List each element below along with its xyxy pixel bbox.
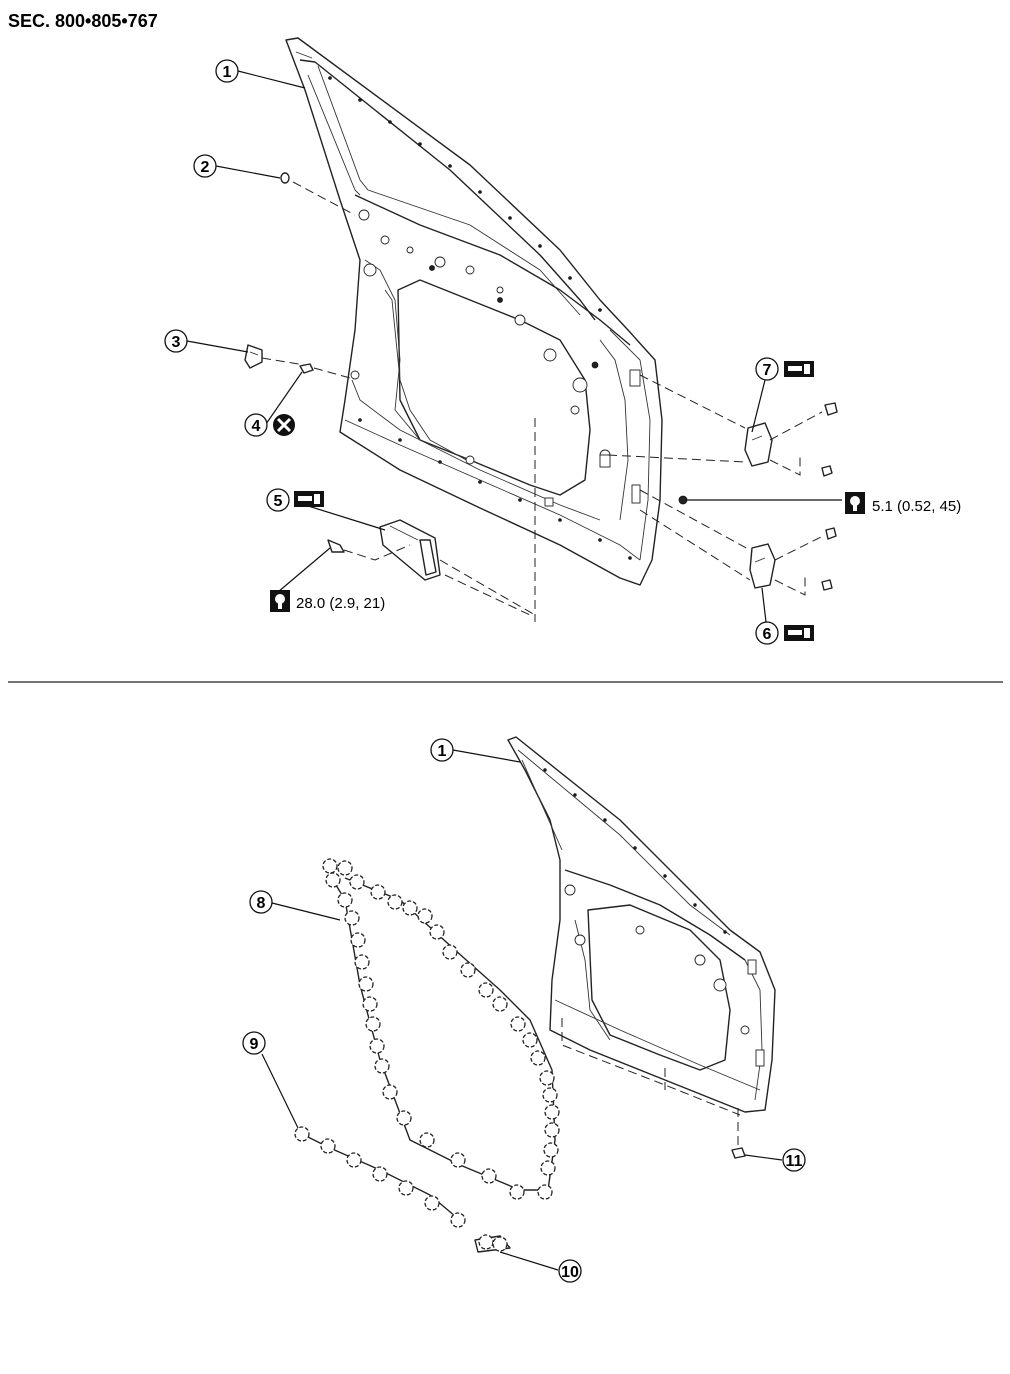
svg-text:6: 6 bbox=[763, 626, 772, 643]
seal-clip bbox=[398, 1180, 414, 1196]
callout-7: 7 bbox=[751, 357, 814, 433]
door-weatherstrip-part bbox=[322, 858, 560, 1200]
seal-clip bbox=[478, 982, 494, 998]
seal-clip bbox=[358, 976, 374, 992]
callout-2: 2 bbox=[193, 154, 281, 179]
callout-3: 3 bbox=[164, 329, 249, 353]
seal-clip bbox=[362, 996, 378, 1012]
grease-application-icon bbox=[294, 491, 324, 507]
seal-clip bbox=[481, 1168, 497, 1184]
seal-clip bbox=[344, 910, 360, 926]
seal-clip bbox=[509, 1184, 525, 1200]
seal-clip bbox=[450, 1212, 466, 1228]
seal-clip bbox=[419, 1132, 435, 1148]
seal-clip bbox=[354, 954, 370, 970]
torque-wrench-icon bbox=[845, 492, 865, 514]
seal-clip bbox=[417, 908, 433, 924]
seal-clip bbox=[349, 874, 365, 890]
seal-clip bbox=[510, 1016, 526, 1032]
seal-clip bbox=[544, 1122, 560, 1138]
section-title: SEC. 800•805•767 bbox=[8, 11, 158, 31]
callout-9: 9 bbox=[242, 1031, 299, 1129]
front-door-panel-bottom bbox=[507, 736, 776, 1148]
seal-clip bbox=[337, 892, 353, 908]
callout-4: 4 bbox=[244, 371, 303, 437]
svg-text:8: 8 bbox=[257, 895, 266, 912]
seal-clip bbox=[322, 858, 338, 874]
callout-1-top: 1 bbox=[215, 59, 306, 89]
seal-clip bbox=[402, 900, 418, 916]
seal-clip bbox=[372, 1166, 388, 1182]
door-check-part bbox=[327, 418, 536, 622]
grease-application-icon bbox=[784, 625, 814, 641]
seal-clip bbox=[530, 1050, 546, 1066]
front-door-panel-top bbox=[285, 37, 663, 586]
seal-clip bbox=[460, 962, 476, 978]
svg-text:1: 1 bbox=[438, 743, 447, 760]
callout-8: 8 bbox=[249, 890, 341, 921]
grommet-part bbox=[280, 172, 356, 216]
seal-clip bbox=[294, 1126, 310, 1142]
seal-clip bbox=[543, 1142, 559, 1158]
do-not-reuse-icon bbox=[273, 414, 295, 436]
seal-clip bbox=[542, 1087, 558, 1103]
seal-clip bbox=[365, 1016, 381, 1032]
seal-clip bbox=[544, 1104, 560, 1120]
svg-text:28.0 (2.9, 21): 28.0 (2.9, 21) bbox=[296, 595, 385, 612]
seal-clip bbox=[396, 1110, 412, 1126]
drain-hole-plug-part bbox=[731, 1147, 746, 1159]
svg-text:2: 2 bbox=[201, 159, 210, 176]
seal-clip bbox=[369, 1038, 385, 1054]
seal-clip bbox=[382, 1084, 398, 1100]
seal-clip bbox=[478, 1234, 494, 1250]
svg-text:9: 9 bbox=[250, 1036, 259, 1053]
grease-application-icon bbox=[784, 361, 814, 377]
seal-clip bbox=[537, 1184, 553, 1200]
seal-clip bbox=[522, 1032, 538, 1048]
svg-text:1: 1 bbox=[223, 64, 232, 81]
seal-clip bbox=[325, 872, 341, 888]
door-corner-seal-part bbox=[474, 1234, 511, 1253]
seal-clip bbox=[350, 932, 366, 948]
door-check-link-part bbox=[244, 344, 306, 369]
seal-clip bbox=[387, 894, 403, 910]
svg-text:5: 5 bbox=[274, 493, 283, 510]
svg-text:11: 11 bbox=[786, 1153, 803, 1170]
seal-clip bbox=[492, 996, 508, 1012]
seal-clip bbox=[539, 1070, 555, 1086]
seal-clip bbox=[442, 944, 458, 960]
callout-10: 10 bbox=[499, 1251, 582, 1283]
seal-clip bbox=[540, 1160, 556, 1176]
seal-clip bbox=[374, 1058, 390, 1074]
seal-clip bbox=[424, 1195, 440, 1211]
svg-text:5.1 (0.52, 45): 5.1 (0.52, 45) bbox=[872, 498, 961, 515]
seal-clip bbox=[370, 884, 386, 900]
seal-clip bbox=[450, 1152, 466, 1168]
torque-wrench-icon bbox=[270, 590, 290, 612]
svg-text:3: 3 bbox=[172, 334, 181, 351]
torque-label-hinge: 5.1 (0.52, 45) bbox=[687, 492, 961, 515]
door-side-seal-part bbox=[294, 1126, 466, 1228]
seal-clip bbox=[320, 1138, 336, 1154]
torque-label-striker: 28.0 (2.9, 21) bbox=[270, 547, 385, 612]
callout-1-bottom: 1 bbox=[430, 738, 521, 763]
callout-5: 5 bbox=[266, 488, 386, 531]
seal-clip bbox=[346, 1152, 362, 1168]
callout-11: 11 bbox=[744, 1148, 806, 1172]
seal-clip bbox=[337, 860, 353, 876]
upper-hinge-part bbox=[607, 374, 838, 477]
check-link-bolt-part bbox=[299, 363, 351, 379]
seal-clip bbox=[492, 1236, 508, 1252]
lower-hinge-part bbox=[639, 489, 837, 596]
svg-text:4: 4 bbox=[252, 418, 261, 435]
svg-text:7: 7 bbox=[763, 362, 772, 379]
callout-6: 6 bbox=[755, 587, 814, 645]
svg-text:10: 10 bbox=[561, 1264, 579, 1281]
seal-clip bbox=[429, 924, 445, 940]
